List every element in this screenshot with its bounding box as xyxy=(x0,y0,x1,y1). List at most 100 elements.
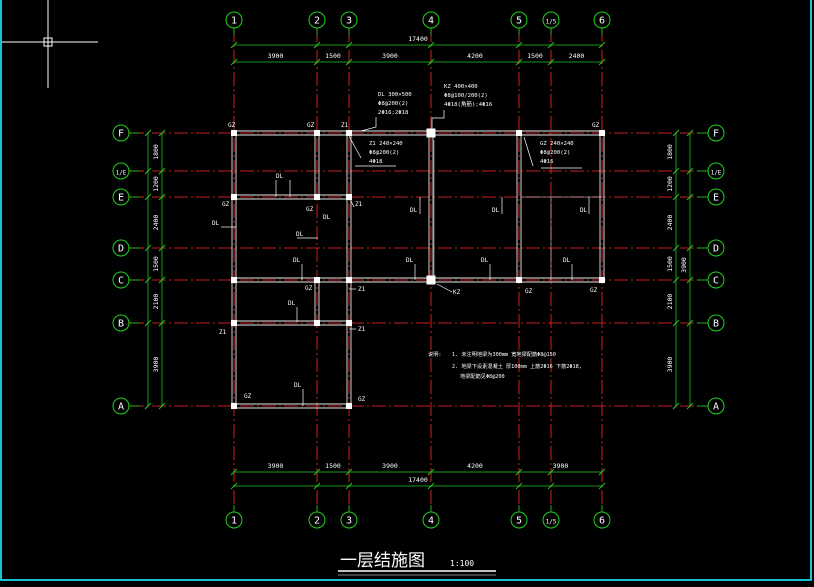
dim-top-segment: 1500 xyxy=(325,52,341,60)
column-mark xyxy=(599,277,605,283)
spec-annotations: DL 300×500 Φ8@200(2) 2Φ16;2Φ18 KZ 400×40… xyxy=(369,84,574,165)
dim-tick xyxy=(313,468,321,476)
beam-walls xyxy=(231,130,605,409)
dim-tick xyxy=(598,41,606,49)
label-dl: DL xyxy=(288,300,296,307)
dim-tick xyxy=(313,41,321,49)
dim-top-segment: 1500 xyxy=(527,52,543,60)
dim-tick xyxy=(313,482,321,490)
notes-line-2: 2. 地梁下设素混凝土 厚100mm 上筋2Φ16 下筋2Φ18, xyxy=(452,362,582,370)
label-gz: GZ xyxy=(222,201,230,208)
column-mark xyxy=(516,277,522,283)
axis-bubble-right: F xyxy=(713,129,719,140)
dim-right-combined: 3900 xyxy=(680,257,688,273)
dim-tick xyxy=(144,319,152,327)
column-mark xyxy=(346,403,352,409)
dim-tick xyxy=(515,58,523,66)
label-dl: DL xyxy=(323,214,331,221)
dim-top-segment: 4200 xyxy=(467,52,483,60)
label-gz: GZ xyxy=(244,393,252,400)
label-gz: GZ xyxy=(358,396,366,403)
label-dl: DL xyxy=(492,207,500,214)
dim-tick xyxy=(686,193,694,201)
dim-tick xyxy=(144,193,152,201)
axis-bubble-top: 2 xyxy=(314,16,320,27)
dim-tick xyxy=(672,244,680,252)
axis-bubble-left: 1/E xyxy=(116,170,127,177)
dim-tick xyxy=(427,482,435,490)
dim-tick xyxy=(547,58,555,66)
dim-tick xyxy=(230,41,238,49)
notes-line-3: 地梁配筋见Φ8@200 xyxy=(460,372,505,380)
notes-heading: 说明: xyxy=(428,350,442,358)
label-dl: DL xyxy=(296,231,304,238)
axis-bubble-bottom: 3 xyxy=(346,516,352,527)
axis-bubble-right: A xyxy=(713,402,719,413)
column-mark xyxy=(314,320,320,326)
dim-tick xyxy=(144,276,152,284)
axis-bubble-left: A xyxy=(118,402,124,413)
dim-tick xyxy=(672,167,680,175)
axis-bubble-top: 5 xyxy=(516,16,522,27)
label-dl: DL xyxy=(406,257,414,264)
column-mark xyxy=(346,130,352,136)
column-mark xyxy=(426,275,436,285)
dim-bottom-segment: 3900 xyxy=(382,462,398,470)
dim-tick xyxy=(515,41,523,49)
dim-left-segment: 1800 xyxy=(152,144,160,160)
dim-tick xyxy=(230,58,238,66)
dim-tick xyxy=(158,167,166,175)
label-dl: DL xyxy=(276,173,284,180)
dl-spec-line-1: DL 300×500 xyxy=(378,92,412,98)
label-gz: GZ xyxy=(590,287,598,294)
dim-tick xyxy=(598,468,606,476)
dim-left-segment: 2400 xyxy=(152,215,160,231)
dim-right-segment: 1800 xyxy=(666,144,674,160)
axis-bubble-bottom: 2 xyxy=(314,516,320,527)
dim-tick xyxy=(547,482,555,490)
z1-spec-line-2: Φ8@200(2) xyxy=(369,150,399,156)
label-gz: GZ xyxy=(307,122,315,129)
dim-tick xyxy=(158,402,166,410)
dim-tick xyxy=(515,468,523,476)
dim-tick xyxy=(144,129,152,137)
kz-spec-line-3: 4Φ18(角筋);4Φ16 xyxy=(444,100,492,108)
dl-spec-line-3: 2Φ16;2Φ18 xyxy=(378,110,409,116)
dim-tick xyxy=(686,129,694,137)
dim-tick xyxy=(230,482,238,490)
label-gz: GZ xyxy=(525,288,533,295)
axis-bubble-bottom: 4 xyxy=(428,516,434,527)
dim-bottom-segment: 4200 xyxy=(467,462,483,470)
kz-spec-line-2: Φ8@100/200(2) xyxy=(444,93,488,99)
dim-tick xyxy=(598,482,606,490)
axis-bubble-left: D xyxy=(118,244,124,255)
dim-tick xyxy=(158,129,166,137)
dim-tick xyxy=(672,129,680,137)
drawing-scale: 1:100 xyxy=(450,559,474,568)
label-gz: GZ xyxy=(228,122,236,129)
gz-spec-line-1: GZ 240×240 xyxy=(540,141,574,147)
dim-bottom-segment: 1500 xyxy=(325,462,341,470)
z1-spec-line-1: Z1 240×240 xyxy=(369,141,403,147)
axis-bubble-left: B xyxy=(118,319,124,330)
label-z1: Z1 xyxy=(358,286,366,293)
spec-leaders xyxy=(348,110,582,169)
axis-bubble-top: 1/5 xyxy=(546,19,557,26)
dim-tick xyxy=(686,167,694,175)
dim-tick xyxy=(230,468,238,476)
dim-top-segment: 3900 xyxy=(268,52,284,60)
axis-grid xyxy=(130,28,706,512)
dl-spec-line-2: Φ8@200(2) xyxy=(378,101,408,107)
dim-tick xyxy=(345,58,353,66)
label-gz: GZ xyxy=(306,206,314,213)
axis-bubble-top: 3 xyxy=(346,16,352,27)
axis-bubble-right: D xyxy=(713,244,719,255)
column-mark xyxy=(314,130,320,136)
dim-tick xyxy=(144,167,152,175)
axis-bubble-right: B xyxy=(713,319,719,330)
axis-bubble-bottom: 5 xyxy=(516,516,522,527)
dim-tick xyxy=(427,468,435,476)
label-gz: GZ xyxy=(592,122,600,129)
